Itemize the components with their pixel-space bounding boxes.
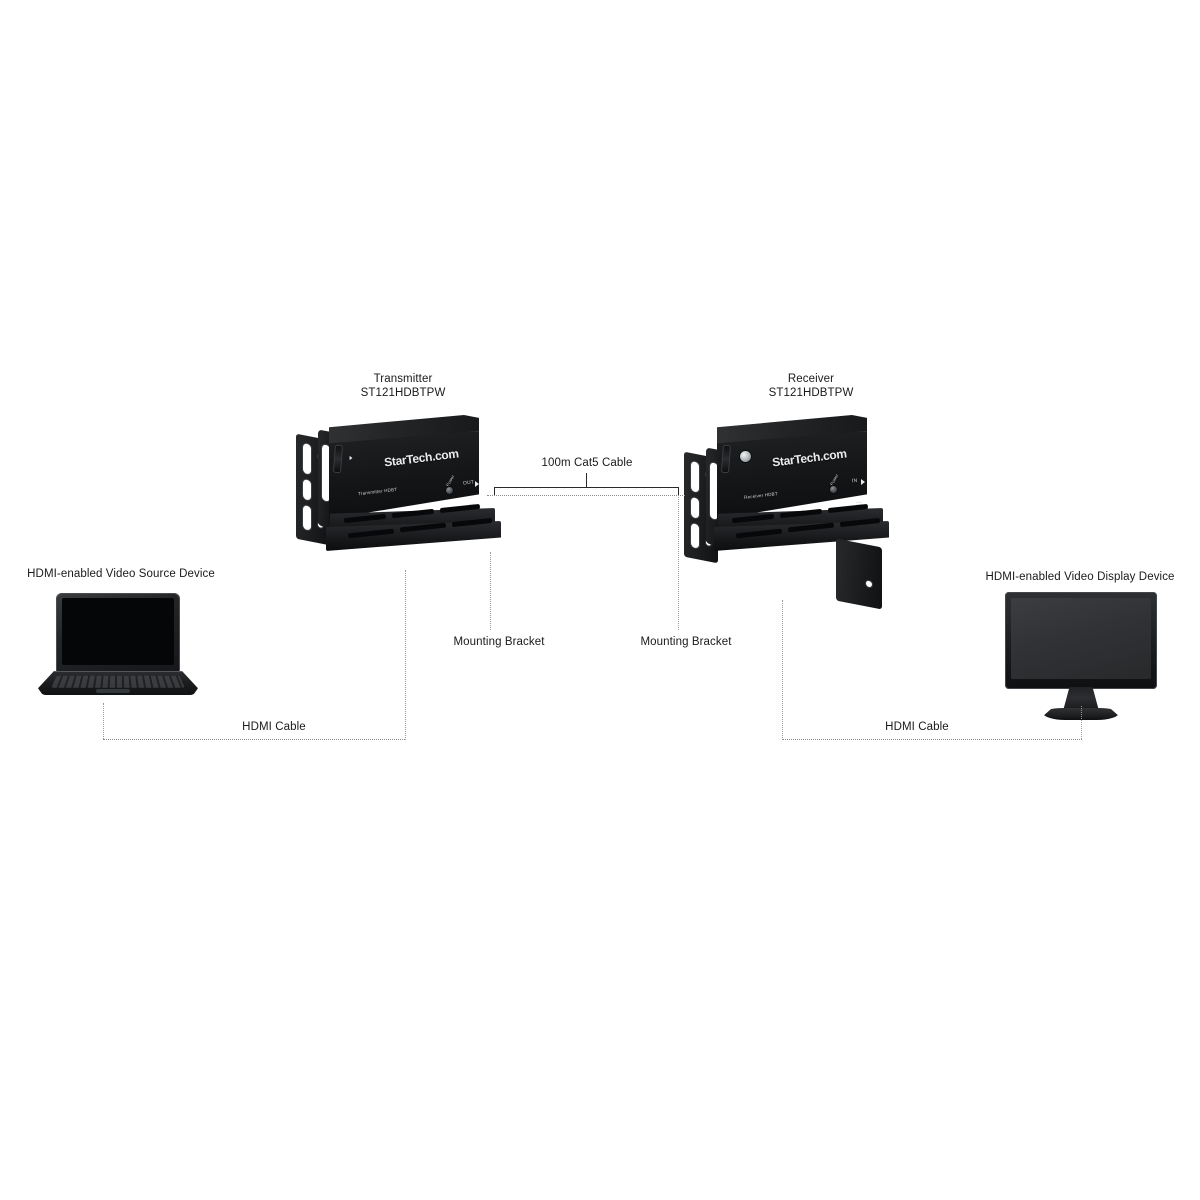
bracket-slot xyxy=(691,497,699,519)
display-device-label: HDMI-enabled Video Display Device xyxy=(985,571,1175,583)
display-device-monitor[interactable] xyxy=(1005,592,1157,722)
receiver-device[interactable]: StarTech.com Receiver HDBT Power IN ☷ xyxy=(684,415,899,610)
display-hdmi-run-line xyxy=(782,739,1082,740)
source-device-label: HDMI-enabled Video Source Device xyxy=(27,568,215,580)
transmitter-hdmi-drop-line xyxy=(405,570,406,740)
monitor-bezel xyxy=(1005,592,1157,689)
in-arrow-icon xyxy=(861,479,865,485)
bracket-slot xyxy=(303,505,311,531)
hdmi-in-arrow-icon xyxy=(349,455,353,461)
bracket-slot xyxy=(303,479,311,501)
out-arrow-icon xyxy=(475,481,479,487)
laptop-screen xyxy=(62,598,174,665)
transmitter-bracket-callout: Mounting Bracket xyxy=(453,636,545,648)
monitor-screen xyxy=(1011,598,1151,679)
receiver-bracket-callout: Mounting Bracket xyxy=(640,636,732,648)
bracket-hole xyxy=(866,580,872,588)
transmitter-device[interactable]: StarTech.com Transmitter HDBT Power OUT … xyxy=(296,415,511,575)
display-hdmi-cable-label: HDMI Cable xyxy=(885,721,949,733)
bracket-slot xyxy=(322,444,330,502)
cat5-dimension-bar xyxy=(494,487,678,488)
transmitter-model-label: ST121HDBTPW xyxy=(360,387,446,399)
transmitter-out-label: OUT xyxy=(462,479,475,487)
receiver-role-label: Receiver xyxy=(787,373,835,385)
bracket-slot xyxy=(691,523,699,549)
receiver-power-led xyxy=(830,486,837,493)
source-device-laptop[interactable] xyxy=(38,593,198,697)
receiver-model-label: ST121HDBTPW xyxy=(768,387,854,399)
display-hdmi-drop-line xyxy=(1081,706,1082,739)
laptop-keyboard xyxy=(51,675,185,688)
receiver-title: Receiver ST121HDBTPW xyxy=(769,372,854,400)
receiver-bracket-leader xyxy=(678,497,679,630)
transmitter-bracket-leader xyxy=(490,552,491,630)
receiver-bracket-tail xyxy=(836,538,882,610)
cat5-cable-line xyxy=(487,495,685,496)
cat5-label-leader xyxy=(586,473,587,487)
laptop-lid xyxy=(56,593,180,672)
source-hdmi-cable-label: HDMI Cable xyxy=(242,721,306,733)
transmitter-role-label: Transmitter xyxy=(373,373,433,385)
laptop-trackpad xyxy=(96,689,130,693)
bracket-slot xyxy=(691,461,699,493)
receiver-hdmi-drop-line xyxy=(782,600,783,740)
transmitter-power-led xyxy=(446,487,453,494)
cat5-dimension-tick-right xyxy=(678,487,679,495)
cat5-cable-label: 100m Cat5 Cable xyxy=(541,457,633,469)
bracket-slot xyxy=(303,443,311,475)
receiver-in-label: IN xyxy=(851,477,858,485)
cat5-dimension-tick-left xyxy=(494,487,495,495)
source-hdmi-drop-line xyxy=(103,703,104,739)
source-hdmi-run-line xyxy=(103,739,405,740)
bracket-slot xyxy=(710,462,718,520)
transmitter-title: Transmitter ST121HDBTPW xyxy=(361,372,446,400)
